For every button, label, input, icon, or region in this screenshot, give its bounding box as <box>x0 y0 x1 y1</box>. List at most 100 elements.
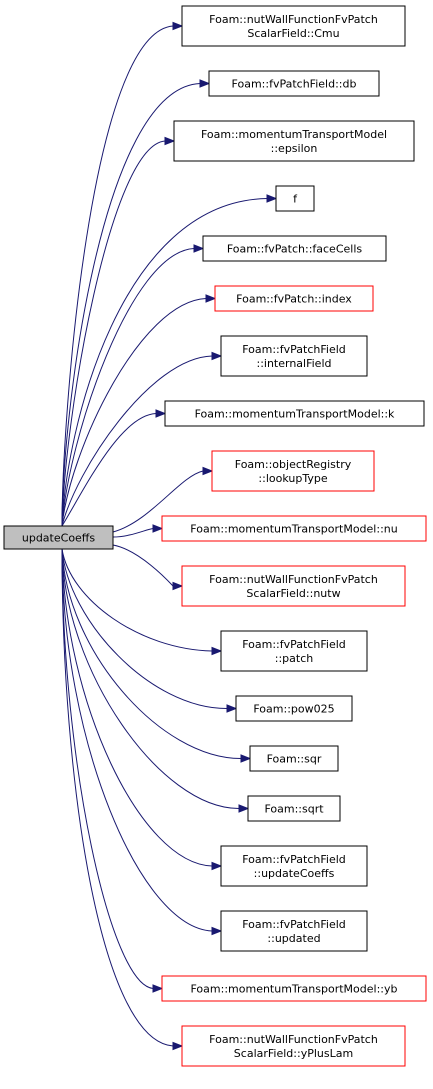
edge-updatecoeffs <box>61 548 213 867</box>
edge-patch <box>61 548 213 652</box>
edge-f <box>61 198 268 527</box>
node-box-lookuptype[interactable] <box>211 450 375 492</box>
edge-arrowhead-f <box>266 194 278 203</box>
node-box-cmu[interactable] <box>181 5 406 47</box>
edge-arrowhead-cmu <box>172 21 184 31</box>
node-label-ypluslam-line1: Foam::nutWallFunctionFvPatch <box>209 1033 378 1046</box>
call-nodes: updateCoeffs Foam::nutWallFunctionFvPatc… <box>3 5 427 1067</box>
node-patch[interactable]: Foam::fvPatchField::patch <box>220 630 368 672</box>
node-label-cmu-line1: Foam::nutWallFunctionFvPatch <box>209 13 378 26</box>
node-label-ypluslam-line2: ScalarField::yPlusLam <box>234 1047 353 1060</box>
node-label-updatecoeffs-line2: ::updateCoeffs <box>254 867 335 880</box>
node-box-f[interactable] <box>275 185 315 212</box>
node-label-epsilon-line1: Foam::momentumTransportModel <box>201 128 387 141</box>
edge-arrowhead-k <box>155 409 167 418</box>
edge-updated <box>61 548 213 932</box>
edge-epsilon <box>61 140 166 527</box>
edge-sqr <box>61 548 242 760</box>
node-label-updated-line2: ::updated <box>267 932 320 945</box>
edge-db <box>61 83 201 527</box>
node-box-internalfield[interactable] <box>220 335 368 377</box>
node-lookuptype[interactable]: Foam::objectRegistry::lookupType <box>211 450 375 492</box>
node-label-cmu-line2: ScalarField::Cmu <box>247 27 339 40</box>
edge-facecells <box>61 248 195 527</box>
node-label-internalfield-line1: Foam::fvPatchField <box>242 343 346 356</box>
node-label-nu: Foam::momentumTransportModel::nu <box>190 523 397 536</box>
edge-internalfield <box>61 355 213 527</box>
edge-cmu <box>61 25 174 527</box>
edge-yb <box>61 548 154 989</box>
node-box-k[interactable] <box>164 400 425 427</box>
node-sqrt[interactable]: Foam::sqrt <box>247 795 341 822</box>
node-label-sqrt: Foam::sqrt <box>264 803 324 816</box>
edge-arrowhead-pow025 <box>226 704 238 713</box>
node-label-lookuptype-line1: Foam::objectRegistry <box>235 458 352 471</box>
edge-arrowhead-sqrt <box>238 804 250 813</box>
node-label-lookuptype-line2: ::lookupType <box>258 472 327 485</box>
source-node-label: updateCoeffs <box>22 532 96 545</box>
node-box-index[interactable] <box>214 285 374 312</box>
node-updatecoeffs[interactable]: Foam::fvPatchField::updateCoeffs <box>220 845 368 887</box>
node-box-updatecoeffs[interactable] <box>220 845 368 887</box>
edge-ypluslam <box>61 548 174 1047</box>
node-cmu[interactable]: Foam::nutWallFunctionFvPatchScalarField:… <box>181 5 406 47</box>
edge-arrowhead-facecells <box>193 244 205 253</box>
node-label-f: f <box>293 193 298 206</box>
node-yb[interactable]: Foam::momentumTransportModel::yb <box>161 975 427 1002</box>
node-label-sqr: Foam::sqr <box>267 753 322 766</box>
node-box-nu[interactable] <box>161 515 427 542</box>
node-box-sqr[interactable] <box>249 745 339 772</box>
edge-arrowhead-nu <box>152 524 164 533</box>
edge-nu <box>112 528 154 538</box>
edge-arrowhead-epsilon <box>164 136 176 146</box>
source-node-box <box>3 525 114 550</box>
node-nutw[interactable]: Foam::nutWallFunctionFvPatchScalarField:… <box>181 565 406 607</box>
edge-arrowhead-updatecoeffs <box>211 861 223 871</box>
node-sqr[interactable]: Foam::sqr <box>249 745 339 772</box>
node-f[interactable]: f <box>275 185 315 212</box>
edge-arrowhead-sqr <box>240 754 252 763</box>
node-updated[interactable]: Foam::fvPatchField::updated <box>220 910 368 952</box>
node-box-updated[interactable] <box>220 910 368 952</box>
edge-k <box>61 413 157 527</box>
node-label-index: Foam::fvPatch::index <box>236 293 352 306</box>
edge-arrowhead-ypluslam <box>172 1041 184 1051</box>
node-box-pow025[interactable] <box>235 695 353 722</box>
node-db[interactable]: Foam::fvPatchField::db <box>208 70 380 97</box>
edge-arrowhead-patch <box>211 646 223 656</box>
node-box-patch[interactable] <box>220 630 368 672</box>
node-box-facecells[interactable] <box>202 235 387 262</box>
node-label-epsilon-line2: ::epsilon <box>271 142 318 155</box>
node-box-epsilon[interactable] <box>173 120 415 162</box>
node-k[interactable]: Foam::momentumTransportModel::k <box>164 400 425 427</box>
node-internalfield[interactable]: Foam::fvPatchField::internalField <box>220 335 368 377</box>
node-pow025[interactable]: Foam::pow025 <box>235 695 353 722</box>
node-box-nutw[interactable] <box>181 565 406 607</box>
call-edges <box>61 21 278 1051</box>
edge-lookuptype <box>112 470 204 533</box>
edge-arrowhead-updated <box>211 926 223 936</box>
node-box-yb[interactable] <box>161 975 427 1002</box>
node-label-db: Foam::fvPatchField::db <box>232 78 357 91</box>
node-label-nutw-line1: Foam::nutWallFunctionFvPatch <box>209 573 378 586</box>
edge-index <box>61 298 207 527</box>
node-nu[interactable]: Foam::momentumTransportModel::nu <box>161 515 427 542</box>
node-label-k: Foam::momentumTransportModel::k <box>195 408 395 421</box>
edge-arrowhead-index <box>205 294 217 303</box>
edge-arrowhead-db <box>199 79 211 88</box>
node-box-ypluslam[interactable] <box>181 1025 406 1067</box>
edge-arrowhead-internalfield <box>211 351 223 361</box>
node-label-pow025: Foam::pow025 <box>253 703 334 716</box>
node-index[interactable]: Foam::fvPatch::index <box>214 285 374 312</box>
node-label-updated-line1: Foam::fvPatchField <box>242 918 346 931</box>
node-box-sqrt[interactable] <box>247 795 341 822</box>
node-ypluslam[interactable]: Foam::nutWallFunctionFvPatchScalarField:… <box>181 1025 406 1067</box>
edge-nutw <box>112 544 174 587</box>
node-epsilon[interactable]: Foam::momentumTransportModel::epsilon <box>173 120 415 162</box>
edge-arrowhead-lookuptype <box>202 466 214 476</box>
node-label-nutw-line2: ScalarField::nutw <box>246 587 340 600</box>
node-facecells[interactable]: Foam::fvPatch::faceCells <box>202 235 387 262</box>
edge-arrowhead-nutw <box>172 581 184 591</box>
node-box-db[interactable] <box>208 70 380 97</box>
